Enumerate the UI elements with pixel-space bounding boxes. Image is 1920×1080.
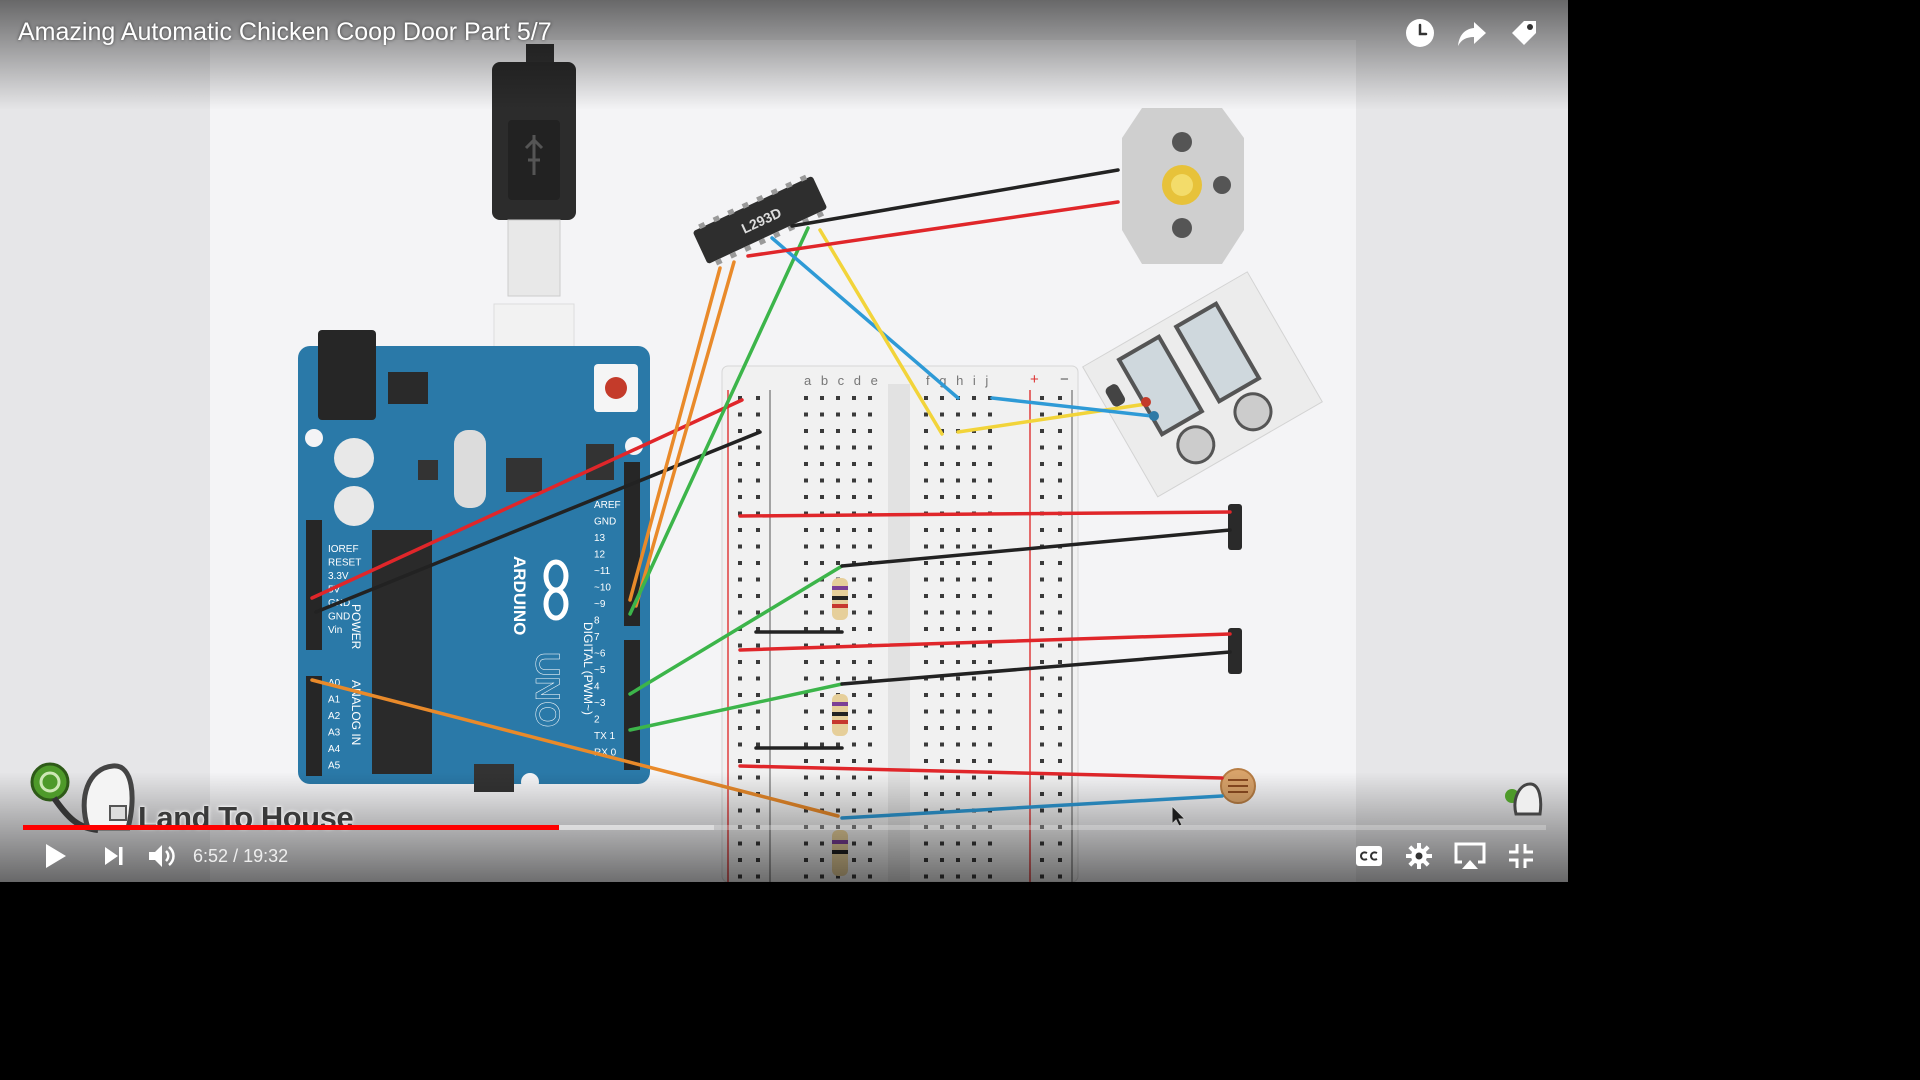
pin-label: 13 xyxy=(594,533,606,544)
resistor xyxy=(832,578,848,620)
breadboard-columns-left: a b c d e xyxy=(804,373,881,388)
pin-label: 5V xyxy=(328,585,341,596)
pin-label: A1 xyxy=(328,695,341,706)
pin-label: 7 xyxy=(594,632,600,643)
channel-logo xyxy=(30,762,135,833)
pin-label: AREF xyxy=(594,500,621,511)
captions-button[interactable] xyxy=(1350,834,1388,878)
pin-label: A3 xyxy=(328,728,341,739)
analog-header-label: ANALOG IN xyxy=(349,680,363,745)
pin-label: A5 xyxy=(328,761,341,772)
captions-icon xyxy=(1356,846,1382,866)
pin-label: A4 xyxy=(328,744,341,755)
l293d-chip: L293D xyxy=(693,174,827,266)
pin-label: GND xyxy=(328,612,350,623)
airplay-button[interactable] xyxy=(1450,834,1490,878)
time-display: 6:52 / 19:32 xyxy=(193,834,288,878)
next-button[interactable] xyxy=(96,834,132,878)
top-gradient xyxy=(0,0,1568,110)
breadboard-rail-plus: + xyxy=(1030,371,1039,388)
airplay-icon xyxy=(1454,842,1486,869)
pin-label: TX 1 xyxy=(594,731,616,742)
pin-label: 2 xyxy=(594,715,600,726)
played-bar xyxy=(23,825,560,830)
pin-label: RESET xyxy=(328,558,361,569)
pin-label: ~5 xyxy=(594,665,606,676)
slide-switch xyxy=(1228,628,1242,674)
pin-label: ~10 xyxy=(594,583,611,594)
board-model-label: UNO xyxy=(528,652,566,728)
time-separator: / xyxy=(233,846,244,866)
next-icon xyxy=(105,847,123,865)
exit-fullscreen-icon xyxy=(1509,844,1533,868)
current-time: 6:52 xyxy=(193,846,229,866)
board-brand-label: ARDUINO xyxy=(510,556,529,635)
play-icon xyxy=(46,844,66,868)
pin-label: A2 xyxy=(328,711,341,722)
breadboard-rail-minus: − xyxy=(1060,371,1069,388)
pin-label: Vin xyxy=(328,625,342,636)
breadboard: a b c d e f g h i j + − xyxy=(721,365,1079,882)
arduino-board: ARDUINO UNO DIGITAL (PWM~) POWER ANALOG … xyxy=(298,330,650,792)
slide-switch xyxy=(1228,504,1242,550)
digital-pin-labels: AREF GND 13 12 ~11 ~10 ~9 8 7 ~6 ~5 4 ~3 2 TX 1 RX 0 xyxy=(594,500,621,759)
pin-label: IOREF xyxy=(328,544,359,555)
pin-label: RX 0 xyxy=(594,748,617,759)
channel-name: Land To House xyxy=(138,800,354,835)
watch-later-icon[interactable] xyxy=(1404,16,1436,50)
settings-button[interactable] xyxy=(1400,834,1438,878)
pin-label: 8 xyxy=(594,616,600,627)
channel-watermark-icon[interactable] xyxy=(1502,780,1546,818)
pin-label: A0 xyxy=(328,678,341,689)
pin-label: ~3 xyxy=(594,698,606,709)
volume-icon xyxy=(149,845,175,867)
pin-label: 4 xyxy=(594,682,600,693)
play-button[interactable] xyxy=(38,834,74,878)
info-tag-icon[interactable] xyxy=(1508,16,1540,50)
pin-label: ~11 xyxy=(594,566,611,577)
video-frame[interactable]: ARDUINO UNO DIGITAL (PWM~) POWER ANALOG … xyxy=(0,0,1568,882)
control-bar: 6:52 / 19:32 xyxy=(0,834,1568,878)
duration: 19:32 xyxy=(243,846,289,866)
settings-icon xyxy=(1406,843,1432,869)
progress-bar[interactable] xyxy=(23,825,1546,830)
volume-button[interactable] xyxy=(144,834,180,878)
pin-label: ~9 xyxy=(594,599,606,610)
share-icon[interactable] xyxy=(1456,16,1488,50)
resistor xyxy=(832,694,848,736)
dc-motor xyxy=(1122,108,1244,264)
top-actions xyxy=(1404,16,1540,50)
pin-label: GND xyxy=(594,517,616,528)
video-title[interactable]: Amazing Automatic Chicken Coop Door Part… xyxy=(18,18,552,46)
relay-module xyxy=(1082,271,1323,498)
pin-label: 3.3V xyxy=(328,571,349,582)
pin-label: ~6 xyxy=(594,649,606,660)
power-header-label: POWER xyxy=(349,604,363,650)
video-player[interactable]: ARDUINO UNO DIGITAL (PWM~) POWER ANALOG … xyxy=(0,0,1568,882)
exit-fullscreen-button[interactable] xyxy=(1502,834,1540,878)
pin-label: 12 xyxy=(594,550,606,561)
digital-header-label: DIGITAL (PWM~) xyxy=(581,622,595,715)
